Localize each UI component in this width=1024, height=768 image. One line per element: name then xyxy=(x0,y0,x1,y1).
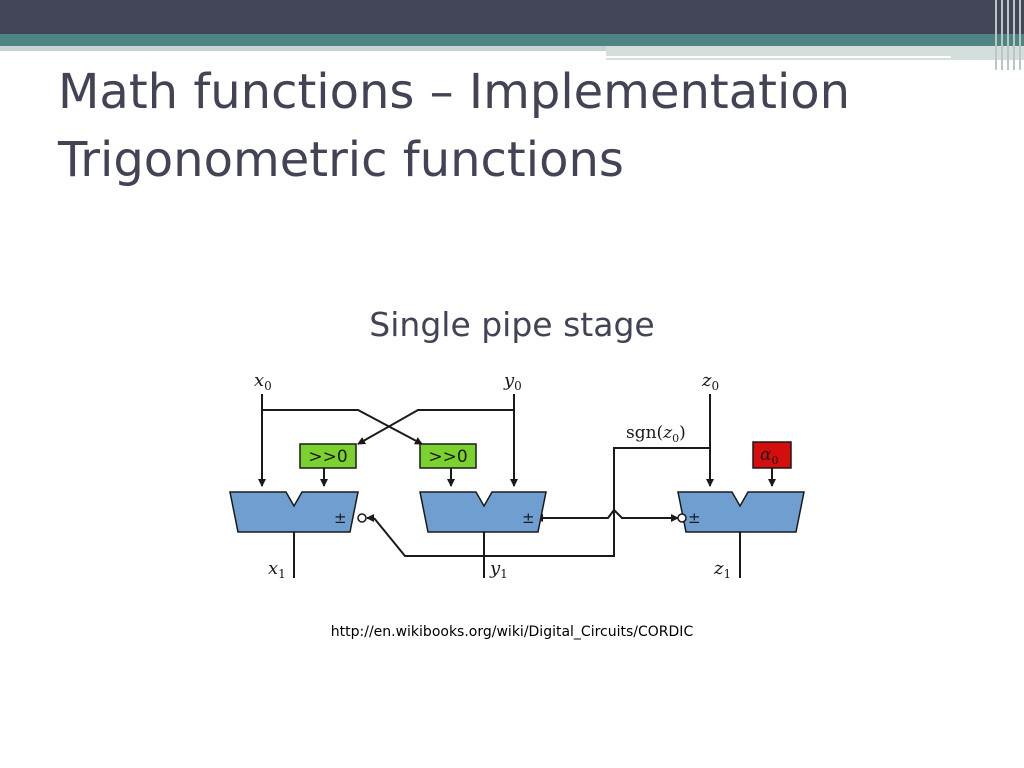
cordic-pipe-stage-diagram: x0 y0 z0 sgn(z0) >>0 >>0 xyxy=(229,370,805,581)
shifter-x: >>0 xyxy=(299,443,357,469)
output-x-label: x1 xyxy=(268,558,286,581)
shifter-x-label: >>0 xyxy=(308,447,347,467)
header-white-line xyxy=(606,56,951,58)
adder-z-pm: ± xyxy=(688,509,701,527)
header-decoration xyxy=(0,0,1024,70)
slide-title: Math functions – Implementation Trigonom… xyxy=(58,58,978,194)
adder-z: ± xyxy=(677,491,805,533)
output-z-label: z1 xyxy=(713,558,731,581)
slide-subtitle: Single pipe stage xyxy=(369,305,655,344)
header-dark-band xyxy=(0,0,1024,34)
header-stripes xyxy=(993,0,1024,70)
adder-x: ± xyxy=(229,491,367,533)
adder-y: ± xyxy=(419,491,547,533)
output-y-label: y1 xyxy=(489,558,508,581)
wire-x0-cross xyxy=(262,409,423,445)
adder-x-pm: ± xyxy=(334,509,347,527)
sign-label: sgn(z0) xyxy=(626,423,686,445)
wire-sgn-hop-left xyxy=(535,509,615,522)
source-link[interactable]: http://en.wikibooks.org/wiki/Digital_Cir… xyxy=(330,624,694,640)
wire-y0-cross xyxy=(357,409,514,445)
adder-y-pm: ± xyxy=(522,509,535,527)
input-y-label: y0 xyxy=(503,370,522,393)
wire-sgn-hop-right xyxy=(613,509,679,522)
header-light-band-left xyxy=(0,46,606,51)
input-x-label: x0 xyxy=(254,370,272,393)
input-z-label: z0 xyxy=(701,370,719,393)
slide-title-line-2: Trigonometric functions xyxy=(58,132,624,188)
slide-title-line-1: Math functions – Implementation xyxy=(58,64,851,120)
wire-sgn xyxy=(373,447,710,557)
angle-constant-box: α0 xyxy=(752,441,792,469)
shifter-y-label: >>0 xyxy=(428,447,467,467)
angle-constant-label: α0 xyxy=(760,445,778,467)
shifter-y: >>0 xyxy=(419,443,477,469)
header-teal-band xyxy=(0,34,1024,46)
